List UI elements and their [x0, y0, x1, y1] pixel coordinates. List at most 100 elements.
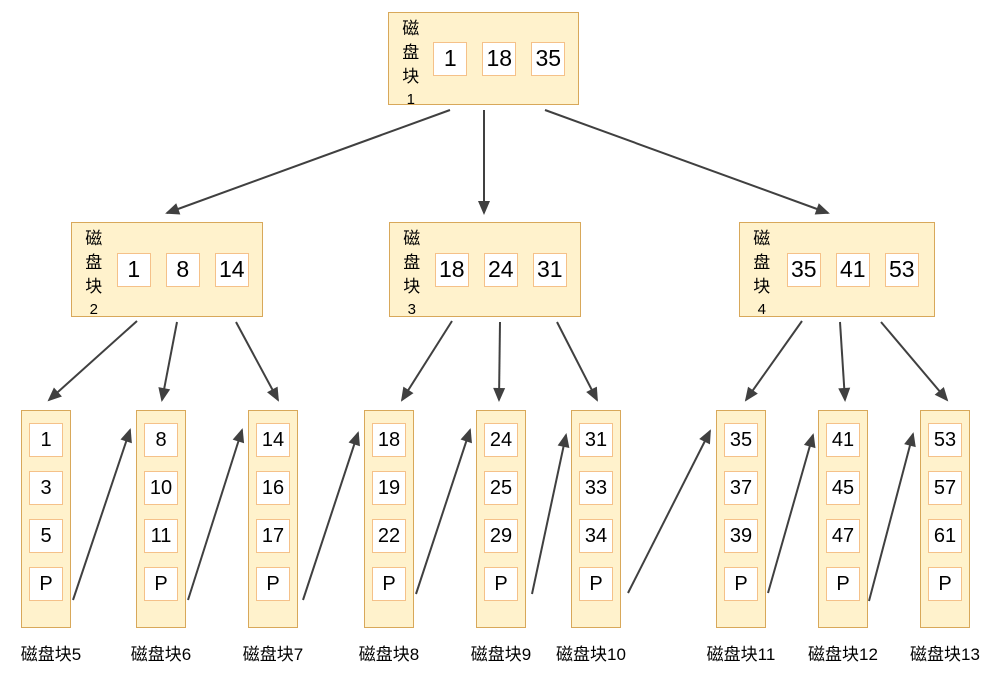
key-cell: 14: [214, 252, 249, 287]
node-title: 磁盘块: [753, 229, 771, 297]
key-row: 1 18 35: [427, 15, 572, 102]
key-cell: 8: [165, 252, 200, 287]
leaf-cell: 41: [826, 423, 860, 457]
arrow-block2-block7: [235, 321, 279, 402]
node-label: 磁盘块 1: [401, 17, 421, 108]
arrow-block5-block6: [72, 428, 132, 601]
node-label: 磁盘块 2: [84, 227, 104, 318]
leaf-cell: 8: [144, 423, 178, 457]
arrow-block4-block13: [880, 321, 949, 402]
pointer-cell: P: [826, 567, 860, 601]
leaf-label: 磁盘块10: [556, 645, 626, 664]
leaf-cell: 39: [724, 519, 758, 553]
arrow-block7-block8: [302, 431, 360, 601]
disk-block-1: 磁盘块 1 1 18 35: [388, 12, 579, 108]
pointer-cell: P: [256, 567, 290, 601]
arrow-block2-block5: [47, 320, 138, 402]
leaf-cell: 57: [928, 471, 962, 505]
leaf-label: 磁盘块11: [706, 645, 776, 664]
leaf-cell: 29: [484, 519, 518, 553]
disk-block-11: 35 37 39 P: [716, 410, 766, 628]
key-cell: 53: [884, 252, 919, 287]
arrow-block6-block7: [187, 428, 245, 601]
arrow-block3-block8: [400, 320, 453, 402]
leaf-cell: 5: [29, 519, 63, 553]
disk-block-2: 磁盘块 2 1 8 14: [71, 222, 263, 318]
node-title: 磁盘块: [402, 19, 420, 87]
leaf-cell: 31: [579, 423, 613, 457]
pointer-cell: P: [144, 567, 178, 601]
leaf-cell: 1: [29, 423, 63, 457]
arrow-block1-block2: [165, 109, 451, 215]
node-title: 磁盘块: [85, 229, 103, 297]
leaf-cell: 18: [372, 423, 406, 457]
key-cell: 18: [482, 41, 517, 76]
arrow-block4-block12: [838, 321, 851, 402]
disk-block-7: 14 16 17 P: [248, 410, 298, 628]
arrow-block10-block11: [627, 429, 711, 594]
disk-block-13: 53 57 61 P: [920, 410, 970, 628]
disk-block-4: 磁盘块 4 35 41 53: [739, 222, 935, 318]
leaf-cell: 10: [144, 471, 178, 505]
leaf-label: 磁盘块9: [470, 645, 532, 664]
leaf-label: 磁盘块13: [910, 645, 980, 664]
key-cell: 35: [531, 41, 566, 76]
leaf-cell: 3: [29, 471, 63, 505]
disk-block-12: 41 45 47 P: [818, 410, 868, 628]
leaf-label: 磁盘块7: [242, 645, 304, 664]
key-cell: 1: [116, 252, 151, 287]
node-number: 3: [407, 301, 416, 319]
disk-block-9: 24 25 29 P: [476, 410, 526, 628]
arrow-block3-block10: [556, 321, 598, 402]
disk-block-6: 8 10 11 P: [136, 410, 186, 628]
disk-block-10: 31 33 34 P: [571, 410, 621, 628]
arrow-block2-block6: [158, 321, 178, 402]
key-cell: 35: [786, 252, 821, 287]
disk-block-5: 1 3 5 P: [21, 410, 71, 628]
node-number: 1: [406, 91, 415, 109]
node-number: 2: [89, 301, 98, 319]
leaf-cell: 61: [928, 519, 962, 553]
disk-block-3: 磁盘块 3 18 24 31: [389, 222, 581, 318]
leaf-label: 磁盘块6: [130, 645, 192, 664]
pointer-cell: P: [372, 567, 406, 601]
leaf-cell: 53: [928, 423, 962, 457]
arrow-block12-block13: [868, 432, 916, 602]
leaf-label: 磁盘块12: [808, 645, 878, 664]
key-row: 35 41 53: [778, 225, 928, 314]
disk-block-8: 18 19 22 P: [364, 410, 414, 628]
node-label: 磁盘块 4: [752, 227, 772, 318]
leaf-label: 磁盘块5: [20, 645, 82, 664]
arrow-block9-block10: [531, 433, 570, 595]
key-cell: 1: [433, 41, 468, 76]
leaf-cell: 47: [826, 519, 860, 553]
leaf-cell: 22: [372, 519, 406, 553]
node-label: 磁盘块 3: [402, 227, 422, 318]
leaf-cell: 16: [256, 471, 290, 505]
leaf-cell: 35: [724, 423, 758, 457]
key-cell: 24: [483, 252, 518, 287]
pointer-cell: P: [928, 567, 962, 601]
arrow-block3-block9: [493, 321, 506, 402]
leaf-cell: 24: [484, 423, 518, 457]
leaf-cell: 37: [724, 471, 758, 505]
pointer-cell: P: [29, 567, 63, 601]
key-cell: 31: [532, 252, 567, 287]
node-title: 磁盘块: [403, 229, 421, 297]
pointer-cell: P: [579, 567, 613, 601]
leaf-cell: 25: [484, 471, 518, 505]
key-cell: 18: [434, 252, 469, 287]
leaf-cell: 14: [256, 423, 290, 457]
key-row: 18 24 31: [428, 225, 574, 314]
pointer-cell: P: [484, 567, 518, 601]
key-row: 1 8 14: [110, 225, 256, 314]
leaf-cell: 45: [826, 471, 860, 505]
arrow-block4-block11: [744, 320, 803, 402]
arrow-block11-block12: [767, 433, 816, 594]
leaf-cell: 17: [256, 519, 290, 553]
arrow-block8-block9: [415, 428, 472, 595]
leaf-cell: 33: [579, 471, 613, 505]
leaf-cell: 19: [372, 471, 406, 505]
node-number: 4: [757, 301, 766, 319]
